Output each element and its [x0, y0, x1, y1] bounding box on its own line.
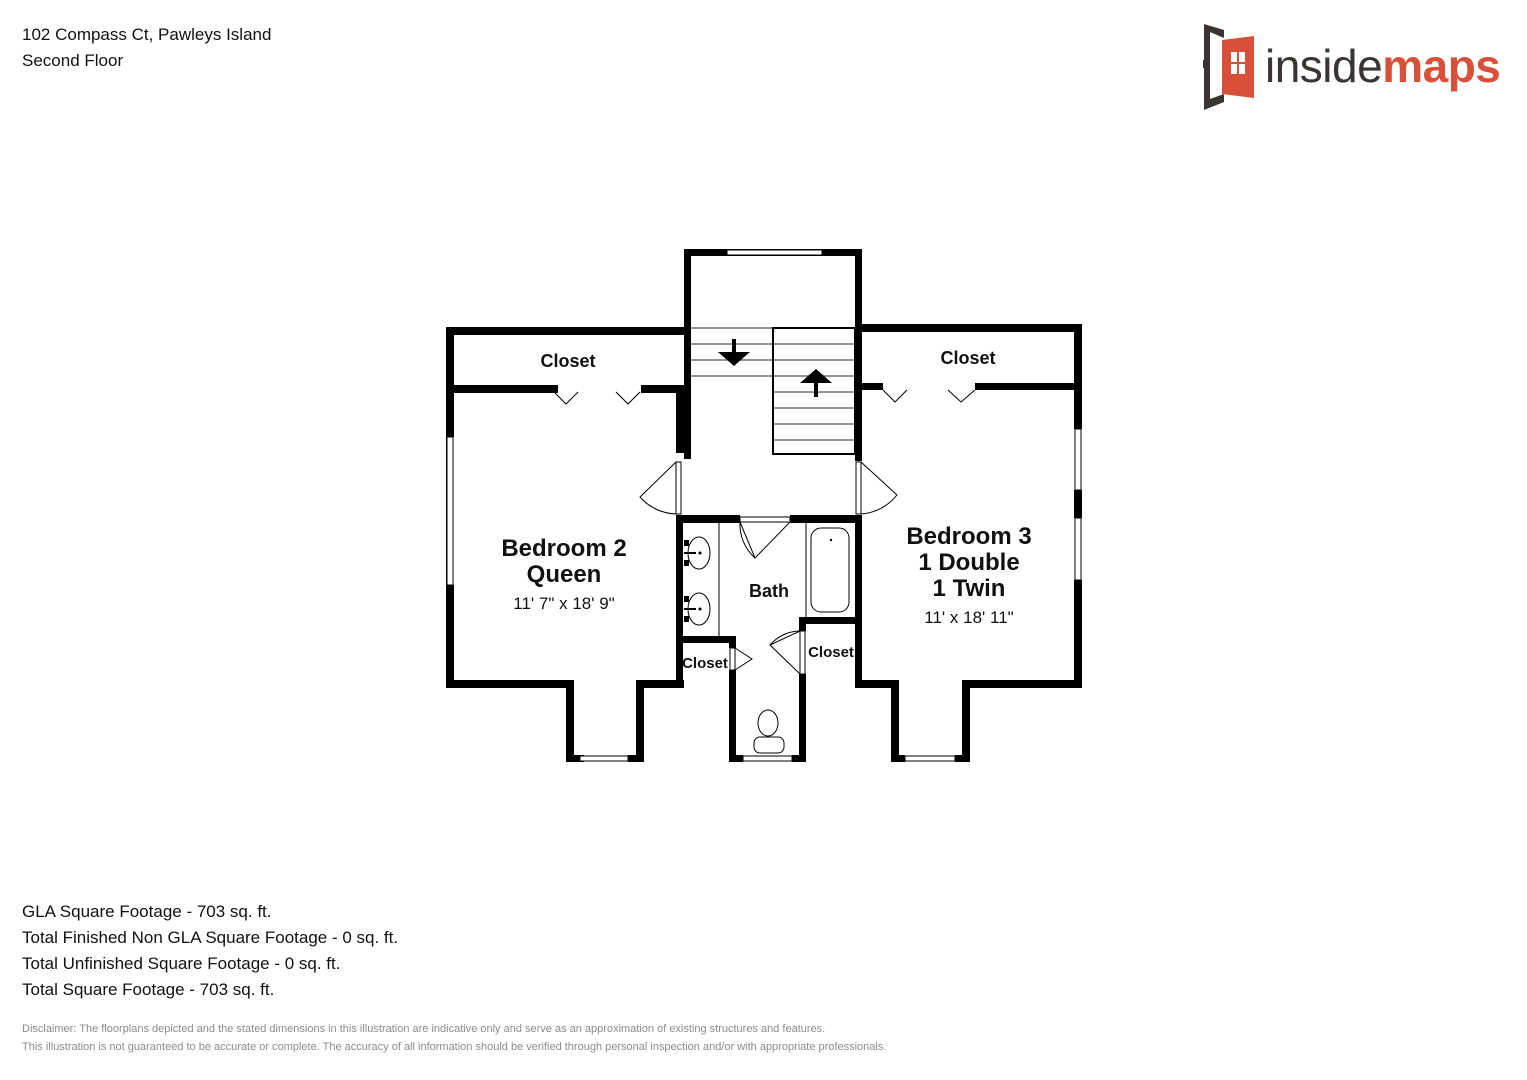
door-icon: [1203, 24, 1254, 110]
walls: [446, 249, 1082, 762]
room-name: Bedroom 3: [906, 523, 1032, 550]
logo-wordmark: insidemaps: [1265, 40, 1501, 92]
stat-gla: GLA Square Footage - 703 sq. ft.: [22, 902, 272, 921]
closet-label-bath-right: Closet: [808, 644, 854, 661]
doors: [553, 389, 976, 675]
room-dimensions: 11' 7" x 18' 9": [513, 594, 615, 613]
closet-label-bedroom2: Closet: [540, 351, 596, 371]
square-footage-stats: GLA Square Footage - 703 sq. ft. Total F…: [22, 899, 398, 1003]
room-subtitle-1: 1 Double: [918, 549, 1020, 576]
faucet-icons: [684, 540, 696, 622]
room-subtitle-2: 1 Twin: [932, 575, 1006, 602]
stat-total: Total Square Footage - 703 sq. ft.: [22, 980, 275, 999]
arrow-down-icon: [718, 339, 750, 366]
stat-unfinished: Total Unfinished Square Footage - 0 sq. …: [22, 954, 341, 973]
closet-label-bath-left: Closet: [682, 655, 728, 672]
insidemaps-logo: insidemaps: [1200, 20, 1510, 115]
disclaimer-line-1: Disclaimer: The floorplans depicted and …: [22, 1023, 826, 1035]
disclaimer-line-2: This illustration is not guaranteed to b…: [22, 1041, 887, 1053]
closet-label-bedroom3: Closet: [940, 348, 996, 368]
room-dimensions: 11' x 18' 11": [924, 608, 1014, 627]
arrow-up-icon: [800, 369, 832, 397]
room-bedroom3: Bedroom 3 1 Double 1 Twin 11' x 18' 11": [906, 524, 1031, 630]
room-bath: Bath: [749, 581, 789, 601]
room-subtitle: Queen: [526, 561, 602, 588]
header: 102 Compass Ct, Pawleys Island Second Fl…: [22, 22, 271, 74]
stat-non-gla: Total Finished Non GLA Square Footage - …: [22, 928, 399, 947]
floor-label: Second Floor: [22, 51, 124, 70]
room-bedroom2: Bedroom 2 Queen 11' 7" x 18' 9": [501, 536, 626, 616]
disclaimer: Disclaimer: The floorplans depicted and …: [22, 1020, 886, 1056]
room-name: Bedroom 2: [501, 535, 627, 562]
address: 102 Compass Ct, Pawleys Island: [22, 25, 272, 44]
windows: [446, 249, 1082, 762]
